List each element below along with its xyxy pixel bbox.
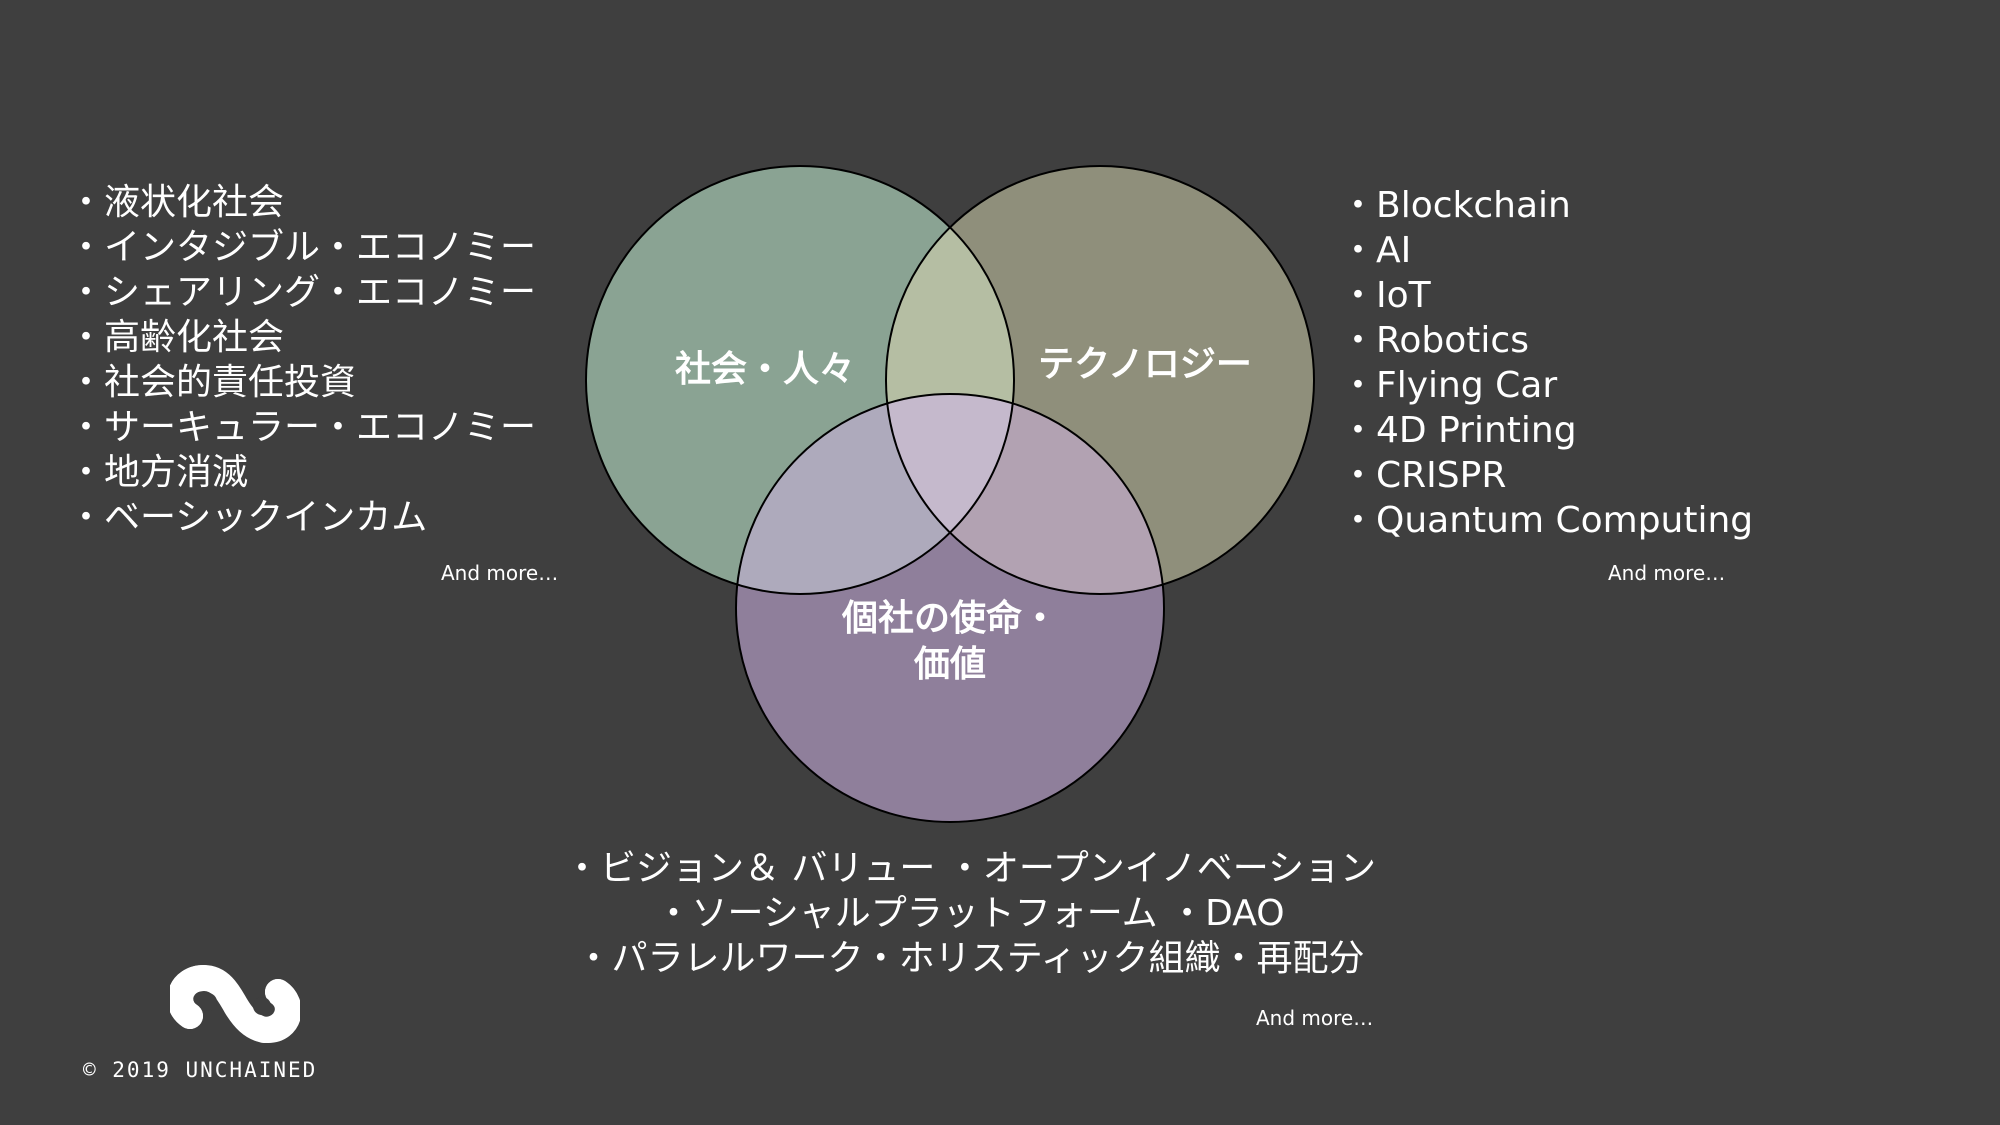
- list-item: ・サーキュラー・エコノミー: [68, 407, 537, 448]
- mission-label-line1: 個社の使命・: [841, 598, 1058, 639]
- society-circle-outline: [585, 165, 1015, 595]
- technology-list: ・Blockchain ・AI ・IoT ・Robotics ・Flying C…: [1340, 183, 1753, 543]
- technology-circle-outline: [885, 165, 1315, 595]
- technology-more-text: And more…: [1608, 561, 1726, 585]
- society-label: 社会・人々: [674, 349, 855, 390]
- mission-list-line: ・ビジョン＆ バリュー ・オープンイノベーション: [563, 848, 1376, 889]
- mission-list-line: ・ソーシャルプラットフォーム ・DAO: [655, 893, 1285, 934]
- list-item: ・高齢化社会: [68, 317, 285, 358]
- list-item: ・Flying Car: [1340, 365, 1558, 406]
- mission-label: 個社の使命・ 価値: [810, 596, 1090, 688]
- list-item: ・Quantum Computing: [1340, 500, 1754, 541]
- society-more-text: And more…: [441, 561, 559, 585]
- society-trends-list: ・液状化社会 ・インタジブル・エコノミー ・シェアリング・エコノミー ・高齢化社…: [68, 180, 536, 540]
- list-item: ・AI: [1340, 230, 1412, 271]
- list-item: ・4D Printing: [1340, 410, 1577, 451]
- copyright-text: © 2019 UNCHAINED: [83, 1058, 318, 1082]
- mission-list-line: ・パラレルワーク・ホリスティック組織・再配分: [575, 938, 1365, 979]
- mission-more-text: And more…: [1256, 1006, 1374, 1030]
- list-item: ・CRISPR: [1340, 455, 1507, 496]
- list-item: ・Blockchain: [1340, 185, 1571, 226]
- list-item: ・Robotics: [1340, 320, 1529, 361]
- mission-label-line2: 価値: [913, 644, 986, 685]
- list-item: ・社会的責任投資: [68, 362, 357, 403]
- list-item: ・液状化社会: [68, 182, 285, 223]
- unchained-logo-icon: [170, 964, 300, 1044]
- tech-mission-overlap: [886, 394, 1164, 594]
- list-item: ・インタジブル・エコノミー: [68, 227, 537, 268]
- mission-circle-outline: [735, 393, 1165, 823]
- mission-list: ・ビジョン＆ バリュー ・オープンイノベーション ・ソーシャルプラットフォーム …: [520, 846, 1420, 981]
- list-item: ・ベーシックインカム: [68, 497, 428, 538]
- list-item: ・IoT: [1340, 275, 1431, 316]
- list-item: ・地方消滅: [68, 452, 249, 493]
- society-mission-overlap: [736, 394, 1014, 594]
- list-item: ・シェアリング・エコノミー: [68, 272, 537, 313]
- technology-label: テクノロジー: [1038, 344, 1252, 385]
